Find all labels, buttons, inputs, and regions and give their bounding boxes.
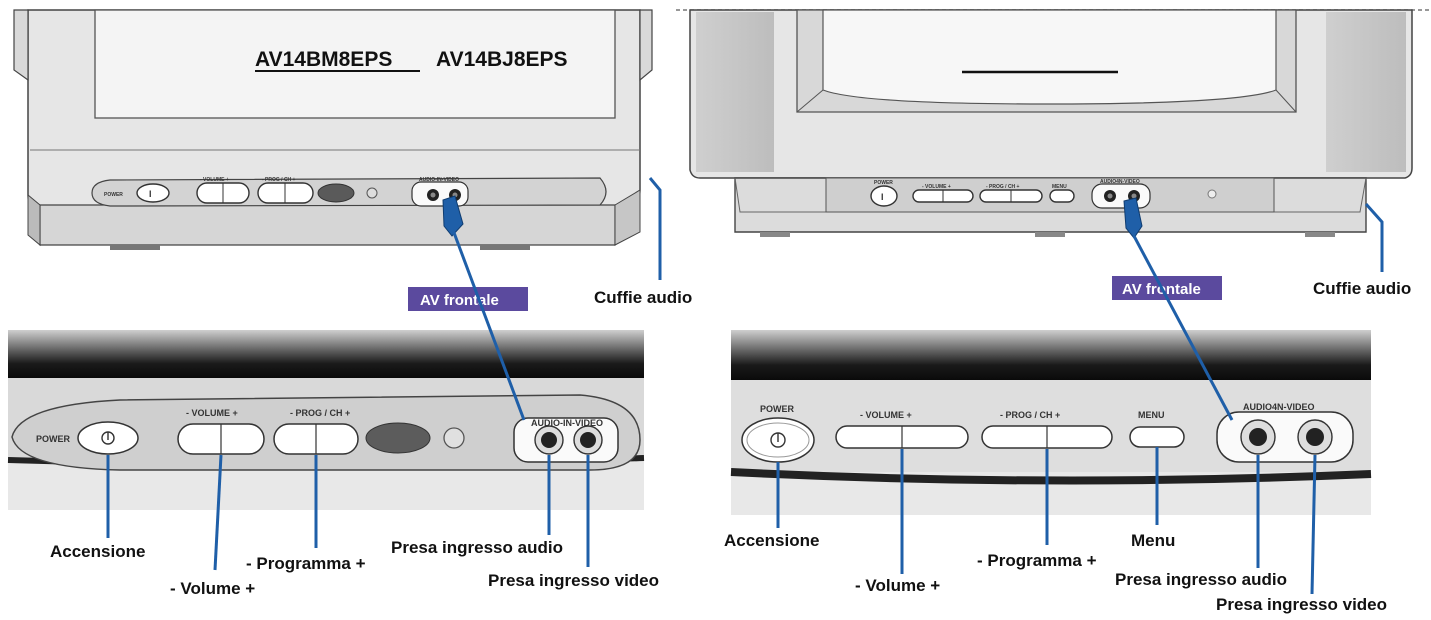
left-headphone-callout-line bbox=[648, 177, 662, 280]
left-power-label: POWER bbox=[36, 434, 71, 444]
left-programma-callout: - Programma + bbox=[246, 554, 366, 573]
left-tv-screen bbox=[94, 9, 616, 119]
right-tv-right-speaker bbox=[1326, 12, 1406, 172]
left-presa-audio-label: Presa ingresso audio bbox=[391, 538, 563, 557]
left-tv-prog-mini-label: - PROG / CH + bbox=[262, 177, 296, 183]
left-tv-power-mini-label: POWER bbox=[104, 192, 123, 198]
right-tv-av-mini-label: AUDIO4N-VIDEO bbox=[1100, 179, 1140, 185]
right-menu-callout: Menu bbox=[1131, 531, 1175, 550]
left-av-frontale-tag bbox=[408, 287, 528, 311]
svg-text:I: I bbox=[881, 192, 884, 202]
left-prog-label: - PROG / CH + bbox=[290, 408, 350, 418]
right-av-label: AUDIO4N-VIDEO bbox=[1243, 402, 1315, 412]
left-tv-av-mini-label: AUDIO-IN-VIDEO bbox=[419, 177, 459, 183]
right-callout-lines bbox=[776, 235, 1317, 595]
model-number-b: AV14BJ8EPS bbox=[436, 48, 568, 71]
svg-text:I: I bbox=[149, 189, 152, 199]
right-tv-menu-mini-label: MENU bbox=[1052, 184, 1067, 190]
left-tv: POWER I - VOLUME + - PROG / CH + AUDIO-I… bbox=[13, 9, 653, 250]
right-detail-panel: POWER - VOLUME + - PROG / CH + MENU AUDI… bbox=[730, 330, 1372, 515]
left-callout-lines bbox=[106, 229, 590, 571]
right-menu-button[interactable] bbox=[1129, 426, 1185, 448]
right-tv-power-mini-label: POWER bbox=[874, 180, 893, 186]
right-presa-video-label: Presa ingresso video bbox=[1216, 595, 1387, 614]
left-presa-video-label: Presa ingresso video bbox=[488, 571, 659, 590]
right-accensione-label: Accensione bbox=[724, 531, 819, 550]
right-programma-callout: - Programma + bbox=[977, 551, 1097, 570]
right-tv: POWER I - VOLUME + - PROG / CH + MENU AU… bbox=[676, 9, 1430, 239]
left-accensione-label: Accensione bbox=[50, 542, 145, 561]
right-prog-label: - PROG / CH + bbox=[1000, 410, 1060, 420]
left-av-label: AUDIO-IN-VIDEO bbox=[531, 418, 603, 428]
right-tv-screen bbox=[822, 9, 1277, 105]
right-tv-volume-mini-label: - VOLUME + bbox=[922, 184, 951, 190]
left-av-frontale-text: AV frontale bbox=[420, 292, 499, 309]
right-headphone-callout-line bbox=[1364, 203, 1384, 272]
left-ir-sensor bbox=[365, 422, 431, 454]
right-cuffie-audio-label: Cuffie audio bbox=[1313, 279, 1411, 298]
right-volume-callout: - Volume + bbox=[855, 576, 940, 595]
left-volume-callout: - Volume + bbox=[170, 579, 255, 598]
right-power-label: POWER bbox=[760, 404, 795, 414]
left-led-indicator bbox=[443, 427, 465, 449]
right-menu-label: MENU bbox=[1138, 410, 1165, 420]
left-detail-panel: POWER - VOLUME + - PROG / CH + AUDIO-IN-… bbox=[7, 330, 645, 510]
right-presa-audio-label: Presa ingresso audio bbox=[1115, 570, 1287, 589]
right-tv-prog-mini-label: - PROG / CH + bbox=[986, 184, 1020, 190]
model-number-a: AV14BM8EPS bbox=[255, 48, 392, 71]
left-tv-volume-mini-label: - VOLUME + bbox=[200, 177, 229, 183]
left-cuffie-audio-label: Cuffie audio bbox=[594, 288, 692, 307]
right-tv-left-speaker bbox=[696, 12, 774, 172]
left-volume-label: - VOLUME + bbox=[186, 408, 238, 418]
right-volume-label: - VOLUME + bbox=[860, 410, 912, 420]
